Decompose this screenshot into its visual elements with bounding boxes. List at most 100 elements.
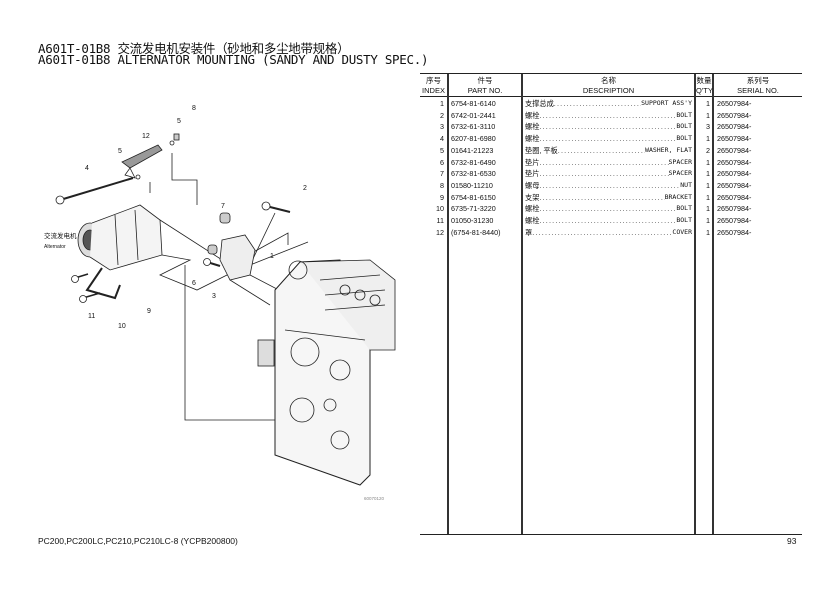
row-serial: 26507984-	[717, 169, 752, 179]
row-part-no: 6732-81-6530	[451, 169, 496, 179]
leader-dots: ........................................…	[539, 122, 677, 132]
row-serial: 26507984-	[717, 134, 752, 144]
row-description-cn: 螺母	[525, 180, 540, 190]
callout-5a: 5	[118, 148, 122, 155]
callout-2: 2	[303, 185, 307, 192]
row-description-cn: 支撑总成	[525, 99, 554, 108]
row-qty: 1	[706, 110, 710, 120]
table-row: 2 6742-01-2441 螺栓.........................…	[420, 110, 802, 122]
row-part-no: 6742-01-2441	[451, 110, 496, 120]
leader-dots: ........................................…	[539, 134, 677, 144]
row-qty: 1	[706, 216, 710, 225]
callout-1: 1	[270, 253, 274, 260]
callout-11: 11	[88, 313, 95, 320]
row-serial: 26507984-	[717, 145, 752, 155]
row-serial: 26507984-	[717, 110, 752, 120]
drawing-code: 60070120	[364, 496, 385, 501]
leader-dots: ........................................…	[539, 110, 677, 120]
row-description-en: BOLT	[676, 134, 692, 143]
callout-6: 6	[192, 280, 196, 287]
row-serial: 26507984-	[717, 227, 752, 237]
row-description-cn: 支架	[525, 192, 540, 202]
row-description-en: COVER	[672, 227, 692, 236]
alternator-label-cn: 交流发电机	[44, 231, 77, 240]
callout-9: 9	[147, 308, 151, 315]
row-description: 支架......................................…	[525, 192, 692, 204]
row-description-en: NUT	[680, 180, 692, 189]
row-part-no: 01641-21223	[451, 145, 494, 155]
row-qty: 1	[706, 134, 710, 144]
row-part-no: 6207-81-6980	[451, 134, 496, 144]
row-description-cn: 垫圈, 平板	[525, 145, 558, 155]
row-serial: 26507984-	[717, 122, 752, 132]
leader-dots: ........................................…	[557, 145, 646, 155]
row-qty: 2	[706, 145, 710, 155]
page-title-cn: A601T-01B8 交流发电机安装件（砂地和多尘地带规格）	[38, 41, 350, 56]
leader-dots: ........................................…	[553, 99, 642, 108]
row-serial: 26507984-	[717, 99, 752, 108]
table-row: 3 6732-61-3110 螺栓.........................…	[420, 121, 802, 133]
row-description: 螺栓......................................…	[525, 215, 692, 227]
row-serial: 26507984-	[717, 157, 752, 167]
callout-8: 8	[192, 105, 196, 112]
row-part-no: 6732-61-3110	[451, 122, 496, 132]
row-description-en: BRACKET	[664, 192, 692, 201]
row-serial: 26507984-	[717, 192, 752, 202]
table-row: 4 6207-81-6980 螺栓.........................…	[420, 133, 802, 145]
row-description-cn: 螺栓	[525, 216, 540, 225]
exploded-diagram: 2 1 3 4 5 5 6 7 8 9 10 11 12 交流发电机 Alter…	[44, 105, 396, 501]
row-description: 罩.......................................…	[525, 227, 692, 239]
callout-3: 3	[212, 293, 216, 300]
page-number: 93	[787, 536, 797, 546]
row-qty: 3	[706, 122, 710, 132]
row-index: 2	[440, 110, 444, 120]
table-row: 12 (6754-81-8440) 罩.......................…	[420, 227, 802, 239]
row-qty: 1	[706, 192, 710, 202]
row-part-no: 6735-71-3220	[451, 204, 496, 214]
row-description-en: SPACER	[668, 157, 692, 166]
row-serial: 26507984-	[717, 216, 752, 225]
row-description: 螺栓......................................…	[525, 110, 692, 122]
row-description-en: BOLT	[676, 110, 692, 119]
row-description: 螺栓......................................…	[525, 203, 692, 215]
row-description-en: SPACER	[668, 169, 692, 178]
row-description: 螺栓......................................…	[525, 133, 692, 145]
row-qty: 1	[706, 169, 710, 179]
row-part-no: (6754-81-8440)	[451, 227, 501, 237]
leader-dots: ........................................…	[539, 204, 677, 214]
row-index: 4	[440, 134, 444, 144]
row-index: 12	[436, 227, 444, 237]
row-qty: 1	[706, 157, 710, 167]
row-serial: 26507984-	[717, 204, 752, 214]
row-description-en: BOLT	[676, 122, 692, 131]
callout-5b: 5	[177, 118, 181, 125]
row-index: 1	[440, 99, 444, 108]
row-description: 螺栓......................................…	[525, 121, 692, 133]
row-part-no: 6754-81-6140	[451, 99, 496, 108]
alternator-drawing	[77, 204, 163, 271]
row-index: 9	[440, 192, 444, 202]
row-part-no: 6732-81-6490	[451, 157, 496, 167]
callout-10: 10	[118, 323, 126, 330]
engine-block-drawing	[257, 259, 396, 486]
row-serial: 26507984-	[717, 180, 752, 190]
row-index: 10	[436, 204, 444, 214]
row-description: 支撑总成....................................…	[525, 98, 692, 110]
row-description-en: BOLT	[676, 216, 692, 224]
row-qty: 1	[706, 180, 710, 190]
row-description-cn: 垫片	[525, 169, 540, 179]
row-qty: 1	[706, 227, 710, 237]
row-description-cn: 螺栓	[525, 204, 540, 214]
leader-dots: ........................................…	[532, 227, 673, 237]
callout-7: 7	[221, 203, 225, 210]
row-description-cn: 罩	[525, 227, 533, 237]
